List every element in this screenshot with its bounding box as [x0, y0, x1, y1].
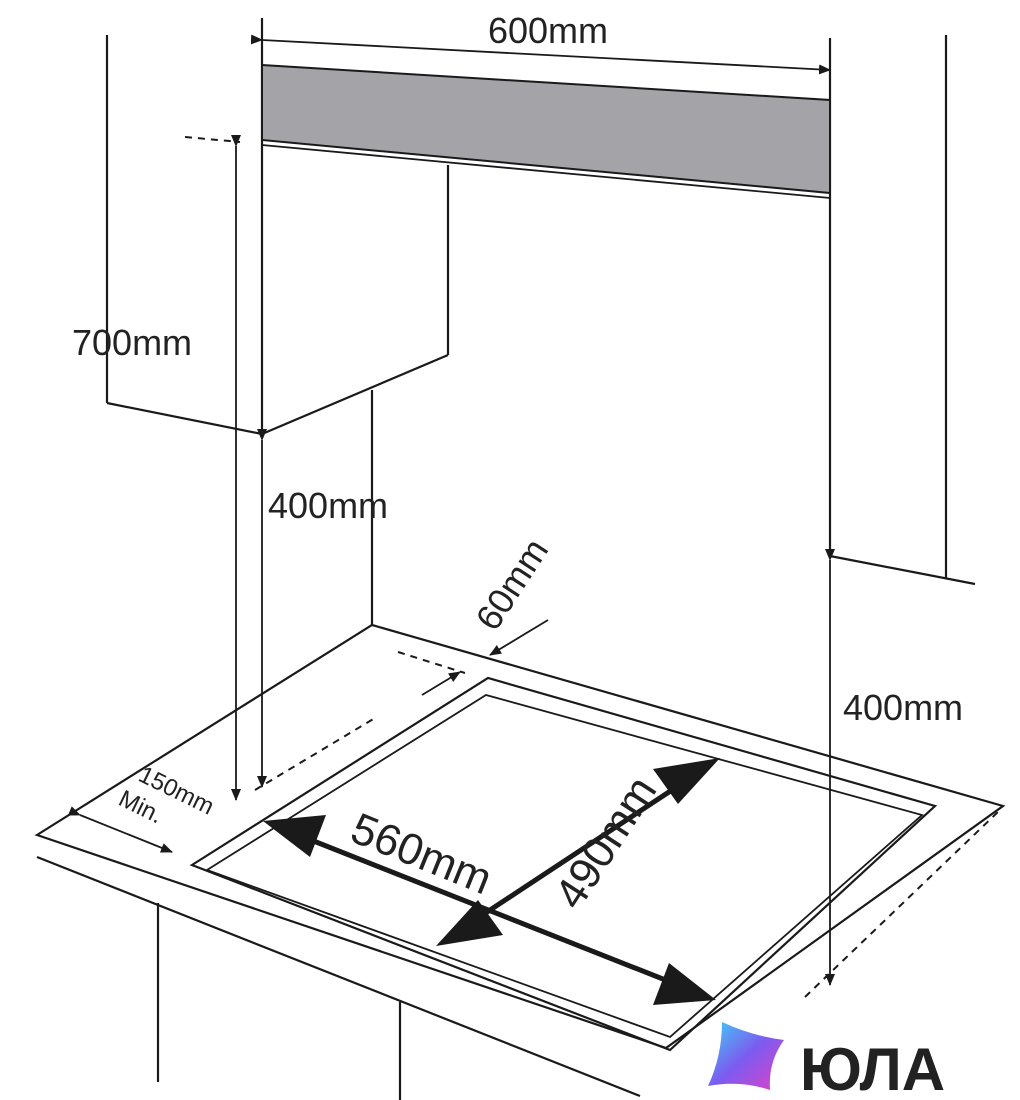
- cooker-hood: [261, 63, 831, 199]
- dimension-600-label: 600mm: [488, 10, 608, 51]
- dimension-490-label: 490mm: [545, 768, 666, 918]
- arrow-560-start: [263, 815, 326, 857]
- dimension-400-right: 400mm: [825, 549, 963, 986]
- watermark-text: ЮЛА: [800, 1036, 945, 1100]
- dimension-560-label: 560mm: [344, 804, 498, 904]
- dimension-60: 60mm: [421, 531, 556, 696]
- dimension-700: 700mm: [72, 135, 241, 801]
- arrow-560-end: [653, 963, 716, 1005]
- dimension-700-label: 700mm: [72, 322, 192, 363]
- dimension-400-left: 400mm: [257, 429, 388, 788]
- dimension-560: 560mm: [263, 804, 716, 1005]
- cutout-outline: [189, 676, 938, 1052]
- arrow-490-end: [653, 758, 720, 804]
- watermark-logo-icon: [708, 1022, 784, 1090]
- watermark: ЮЛА: [708, 1022, 945, 1100]
- dimension-400-right-label: 400mm: [843, 687, 963, 728]
- dashed-guides: [184, 136, 1001, 998]
- dimension-60-label: 60mm: [467, 531, 556, 637]
- dimension-600: 600mm: [250, 10, 831, 75]
- dimension-400-left-label: 400mm: [268, 485, 388, 526]
- upper-cabinet: [261, 165, 450, 436]
- arrow-490-start: [436, 900, 503, 946]
- dimension-150-min: 150mm Min.: [67, 761, 218, 853]
